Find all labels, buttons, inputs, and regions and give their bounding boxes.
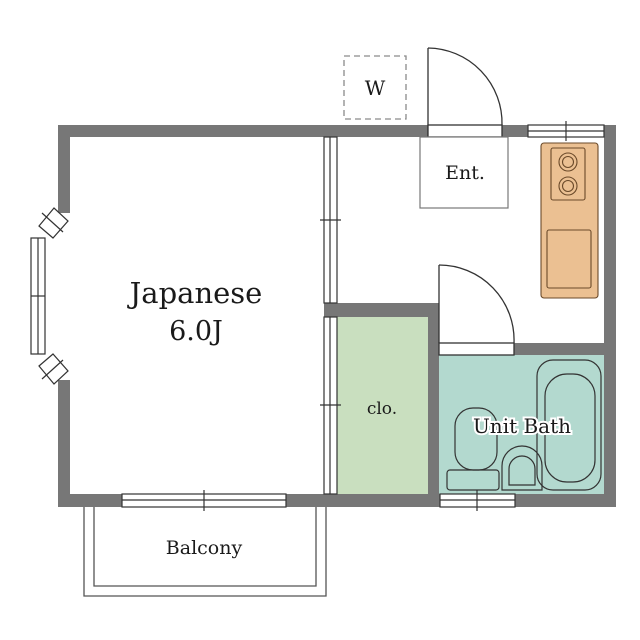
closet-area (337, 317, 428, 494)
entrance-label: Ent. (445, 162, 485, 184)
bathtub (536, 359, 602, 491)
bath-window (439, 490, 516, 511)
japanese-room-size: 6.0J (169, 316, 223, 347)
entrance-step (419, 136, 509, 209)
balcony-window (121, 490, 287, 511)
washer-label: W (365, 76, 386, 100)
washer-space (343, 55, 407, 120)
sliding-partition (320, 136, 341, 495)
bay-window (30, 207, 69, 385)
bath-door (438, 264, 515, 356)
entrance-door (427, 47, 503, 138)
kitchen-counter (540, 142, 599, 299)
balcony-label: Balcony (166, 537, 243, 559)
toilet (446, 407, 500, 491)
sink (501, 445, 543, 491)
bath-label: Unit Bath (473, 414, 571, 438)
balcony (83, 505, 327, 597)
closet-label: clo. (367, 399, 397, 419)
japanese-room-label: Japanese (127, 276, 263, 310)
walls (58, 125, 616, 507)
kitchen-window (527, 121, 605, 141)
bath-area (439, 355, 605, 494)
